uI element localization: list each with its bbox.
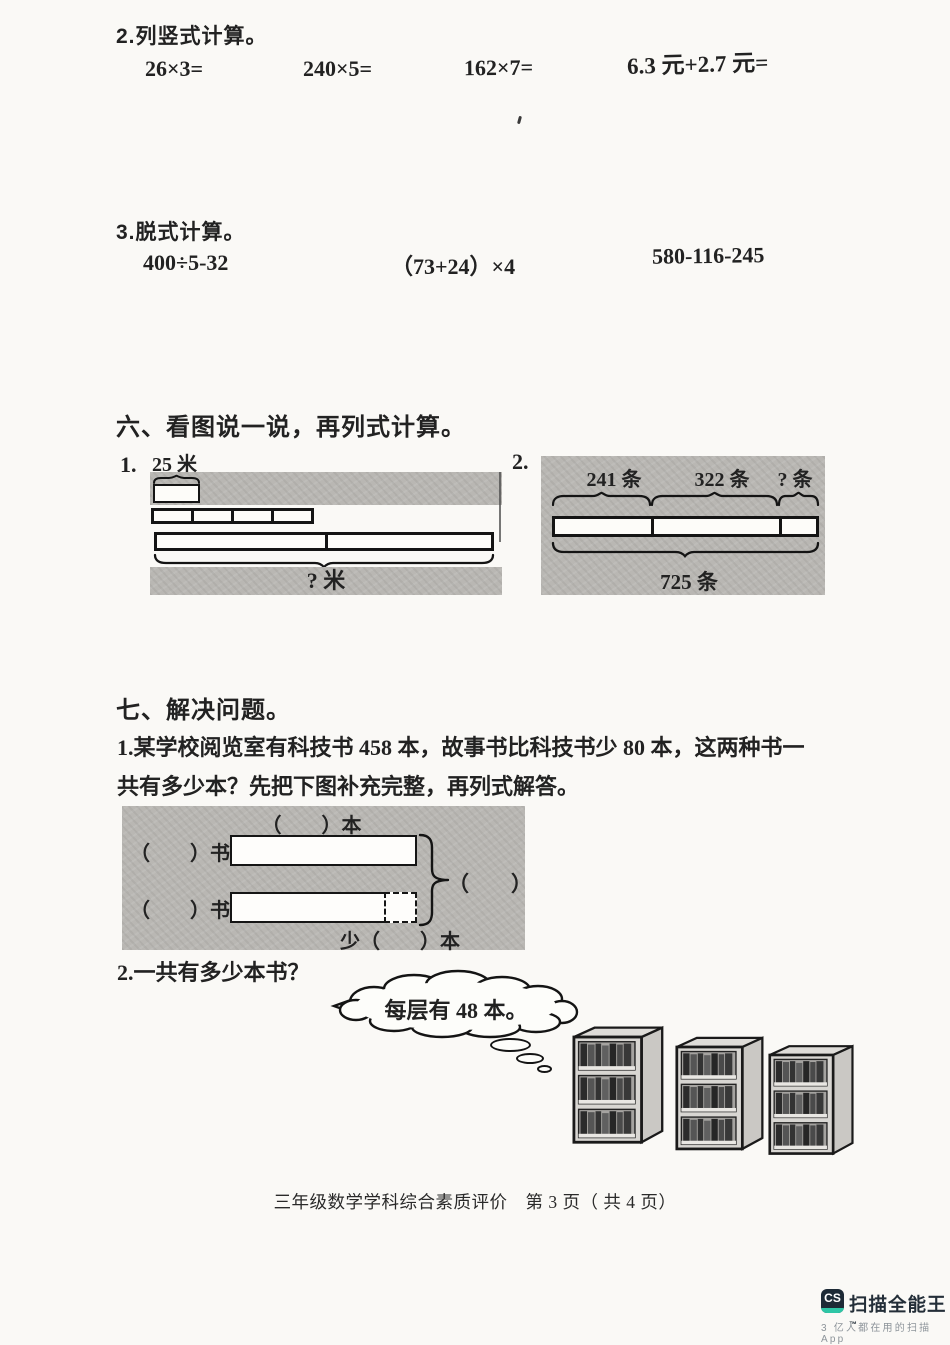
problem2-text: 2.一共有多少本书？	[117, 960, 310, 985]
part-label: 322 条	[694, 469, 750, 491]
bubble-trail-dot	[490, 1038, 531, 1052]
bar-divider	[651, 518, 654, 535]
bar-model-diagram-1: ? 米	[150, 471, 502, 595]
scan-edge-line	[499, 472, 501, 542]
tape-diagram: （ ）本 （ ）书: （ ）书: （ ） 少（ ）本	[122, 806, 532, 953]
length-label-25m: 25 米	[152, 454, 197, 476]
overbrace-icon	[551, 491, 652, 507]
problem-expression: 26×3=	[145, 56, 204, 81]
item-number: 1.	[120, 452, 137, 477]
question-length-label: ? 米	[306, 568, 346, 593]
problem-expression: 580-116-245	[651, 242, 765, 269]
problem-expression: （73+24）×4	[391, 254, 516, 279]
bubble-text: 每层有 48 本。	[384, 998, 528, 1023]
scan-band-bottom: ? 米	[150, 567, 502, 595]
thought-cloud-icon	[330, 969, 579, 1039]
small-overbrace-icon	[153, 474, 200, 484]
problem-expression: 162×7=	[463, 54, 534, 81]
top-count-label: （ ）本	[261, 815, 362, 837]
camscanner-logo-text: CS	[824, 1291, 841, 1305]
page-footer: 三年级数学学科综合素质评价 第 3 页（ 共 4 页）	[273, 1192, 677, 1212]
row1-bar	[230, 835, 417, 866]
trademark-symbol: ™	[849, 1319, 858, 1329]
row1-book-label: （ ）书:	[130, 843, 237, 865]
row2-book-label: （ ）书:	[130, 900, 237, 922]
problem-expression: 6.3 元+2.7 元=	[626, 50, 769, 79]
watermark-app-name-text: 扫描全能王	[849, 1294, 947, 1315]
bubble-trail-dot	[537, 1065, 552, 1073]
section-title-seven: 七、解决问题。	[116, 697, 291, 724]
segment-box	[271, 508, 314, 524]
section-title-stepwise-calc: 3.脱式计算。	[116, 221, 246, 244]
segment-box	[231, 508, 274, 524]
segment-row	[151, 508, 314, 524]
unit-box	[153, 484, 200, 503]
logo-accent-strip	[821, 1308, 844, 1313]
bookshelf-illustration	[675, 1032, 766, 1153]
watermark-app-name: 扫描全能王 ™	[849, 1291, 950, 1339]
overbrace-icon	[777, 491, 820, 507]
total-bar	[552, 516, 819, 537]
overbrace-icon	[650, 491, 779, 507]
problem1-text-line2: 共有多少本？先把下图补充完整，再列式解答。	[117, 774, 580, 799]
scan-speck	[517, 115, 522, 125]
underbrace-icon	[153, 553, 495, 569]
watermark-tagline: 3 亿人都在用的扫描App	[821, 1323, 932, 1345]
bubble-trail-dot	[516, 1053, 544, 1064]
bookshelf-illustration	[572, 1022, 666, 1146]
section-title-six: 六、看图说一说，再列式计算。	[116, 414, 466, 441]
total-bar	[154, 532, 494, 551]
part-label: 241 条	[586, 469, 642, 491]
bar-divider	[779, 518, 782, 535]
scan-band-top	[150, 472, 502, 505]
row2-bar	[230, 892, 384, 923]
total-label: 725 条	[660, 570, 718, 594]
underbrace-icon	[551, 541, 820, 558]
row2-bar-dashed-extension	[384, 892, 417, 923]
camscanner-logo-icon: CS	[821, 1289, 844, 1313]
problem-expression: 400÷5-32	[143, 250, 229, 275]
problem-expression: 240×5=	[303, 56, 373, 81]
bar-divider	[325, 534, 328, 549]
section-title-vertical-calc: 2.列竖式计算。	[116, 25, 268, 48]
segment-box	[151, 508, 194, 524]
segment-box	[191, 508, 234, 524]
bookshelf-illustration	[768, 1040, 856, 1158]
sum-count-label: （ ）	[448, 872, 532, 896]
bar-model-diagram-2: 241 条 322 条 ? 条 725 条	[541, 456, 825, 595]
item-number: 2.	[512, 449, 529, 474]
less-count-label: 少（ ）本	[340, 931, 460, 953]
part-label: ? 条	[777, 469, 813, 491]
right-brace-icon	[418, 833, 450, 927]
problem1-text-line1: 1.某学校阅览室有科技书 458 本，故事书比科技书少 80 本，这两种书一	[117, 735, 805, 760]
